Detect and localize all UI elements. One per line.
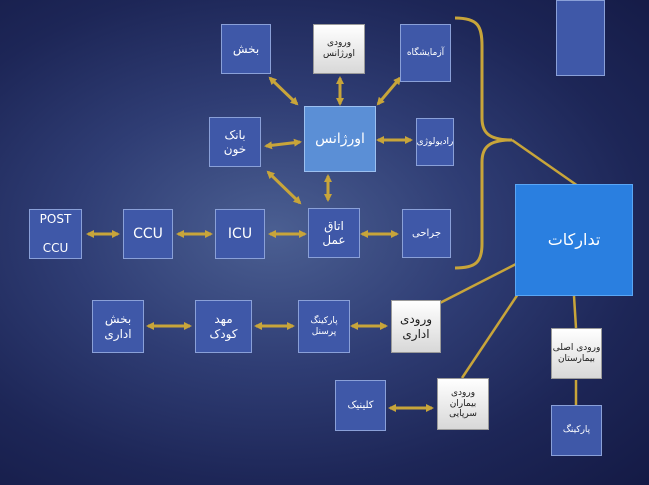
node-azmayeshgah: آزمایشگاه — [400, 24, 451, 82]
node-bank-khun: بانک خون — [209, 117, 261, 167]
arrow-azmayeshgah-orjans — [376, 76, 402, 106]
node-parking-personel: پارکینگ پرسنل — [298, 300, 350, 353]
node-ccu: CCU — [123, 209, 173, 259]
node-vorudi-orjans: ورودی اورژانس — [313, 24, 365, 74]
node-vorudi-sarpaei: ورودی بیماران سرپایی — [437, 378, 489, 430]
node-post-ccu: POST CCU — [29, 209, 82, 259]
node-clinic: کلینیک — [335, 380, 386, 431]
arrow-bankkhun-orjans — [264, 138, 302, 150]
line-tadarokat-vorudiasli — [572, 295, 578, 329]
node-bakhsh-edari: بخش اداری — [92, 300, 144, 353]
node-icu: ICU — [215, 209, 265, 259]
line-tadarokat-sarpaei — [460, 281, 528, 379]
node-parking: پارکینگ — [551, 405, 602, 456]
line-tadarokat-vorudiedari — [433, 260, 521, 308]
arrow-bankkhun-otaghamal — [266, 170, 302, 205]
node-vorudi-edari: ورودی اداری — [391, 300, 441, 353]
group-brace — [454, 16, 513, 270]
node-otagh-amal: اتاق عمل — [308, 208, 360, 258]
node-jarrahi: جراحی — [402, 209, 451, 258]
node-radiology: رادیولوژی — [416, 118, 454, 166]
node-orjans: اورژانس — [304, 106, 376, 172]
node-mahd-kudak: مهد کودک — [195, 300, 252, 353]
node-tadarokat: تدارکات — [515, 184, 633, 296]
node-bakhsh: بخش — [221, 24, 271, 74]
line-brace-tadarokat — [511, 138, 579, 188]
node-vorudi-asli: ورودی اصلی بیمارستان — [551, 328, 602, 379]
arrow-bakhsh-orjans — [268, 76, 299, 106]
node-top-right-panel — [556, 0, 605, 76]
